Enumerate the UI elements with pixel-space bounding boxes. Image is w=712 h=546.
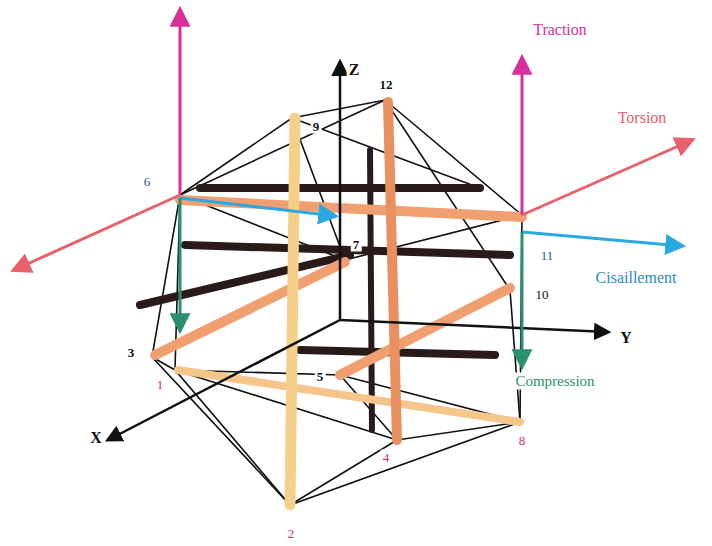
node-number: 7 bbox=[351, 237, 362, 252]
node-number: 1 bbox=[155, 377, 166, 392]
force-label: Torsion bbox=[616, 109, 669, 127]
node-number: 6 bbox=[142, 174, 153, 189]
axis-label: Z bbox=[347, 61, 362, 79]
node-number: 9 bbox=[311, 119, 322, 134]
node-number: 5 bbox=[315, 369, 326, 384]
axis-label: Y bbox=[618, 329, 634, 347]
force-arrows bbox=[14, 10, 692, 366]
orange-struts bbox=[155, 102, 522, 505]
axis-label: X bbox=[88, 429, 104, 447]
node-number: 8 bbox=[517, 433, 528, 448]
node-number: 4 bbox=[381, 450, 392, 465]
node-number: 10 bbox=[534, 287, 551, 302]
force-label: Compression bbox=[513, 373, 596, 390]
node-number: 3 bbox=[126, 345, 137, 360]
node-number: 11 bbox=[539, 248, 556, 263]
node-number: 12 bbox=[378, 77, 395, 92]
node-number: 2 bbox=[286, 526, 297, 541]
dark-struts bbox=[140, 150, 510, 430]
cables bbox=[152, 100, 522, 505]
axes bbox=[108, 62, 608, 440]
force-label: Cisaillement bbox=[594, 269, 679, 287]
force-label: Traction bbox=[531, 21, 589, 39]
